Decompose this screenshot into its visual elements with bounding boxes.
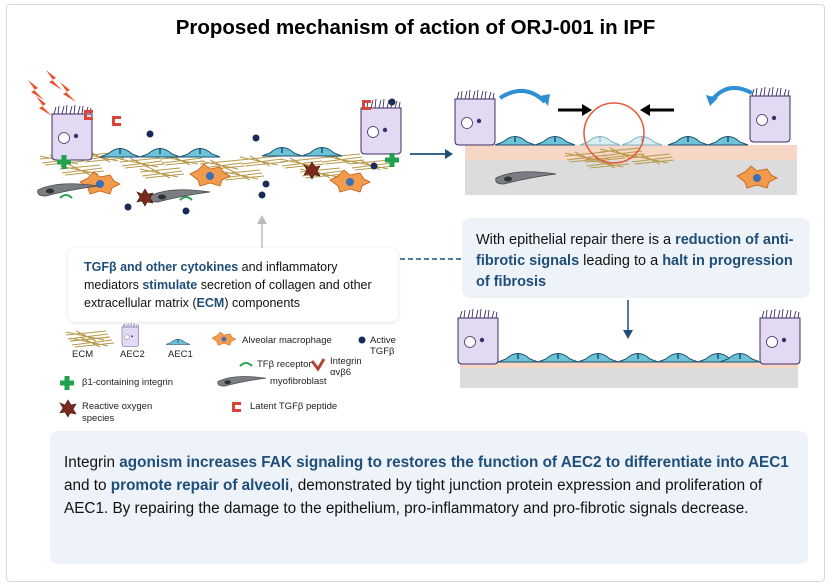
legend-b1-integrin: β1-containing integrin <box>82 377 174 388</box>
latent-tgfb-icon <box>232 402 241 412</box>
macrophage-icon <box>211 331 237 346</box>
cytokine-highlight: TGFβ and other cytokines <box>84 260 239 274</box>
legend-ecm: ECM <box>72 349 94 360</box>
b1-integrin-icon <box>60 376 74 390</box>
summary-text-2: and to <box>64 477 111 494</box>
repair-callout: With epithelial repair there is a reduct… <box>462 218 810 298</box>
repaired-alveolus-panel <box>457 308 801 388</box>
legend-ros: Reactive oxygen species <box>82 401 153 424</box>
legend-active-tgfb: Active TGFβ <box>370 335 396 357</box>
legend-icons <box>59 323 366 418</box>
stimulate-highlight: stimulate <box>142 278 198 292</box>
ecm-highlight: ECM <box>196 296 225 310</box>
legend-integrin: Integrin αvβ6 <box>330 356 362 378</box>
legend-macrophage: Alveolar macrophage <box>242 335 332 346</box>
cytokine-text: and inflammatory mediators <box>84 260 338 292</box>
injured-alveolus-panel <box>28 70 402 215</box>
repair-text-2: leading to a <box>579 253 663 269</box>
myofibroblast-icon <box>217 375 267 387</box>
active-tgfb-icon <box>358 336 366 344</box>
figure-title: Proposed mechanism of action of ORJ-001 … <box>175 16 656 39</box>
summary-text-3: , demonstrated by tight junction protein… <box>64 477 763 517</box>
tgfb-receptor-icon <box>239 362 253 367</box>
repair-process-panel <box>454 85 797 195</box>
legend-latent-tgfb: Latent TGFβ peptide <box>250 401 338 412</box>
reduction-highlight: reduction of anti-fibrotic signals <box>476 232 794 269</box>
cytokine-callout: TGFβ and other cytokines and inflammator… <box>68 248 398 322</box>
ros-icon <box>59 399 77 418</box>
legend-aec2: AEC2 <box>120 349 145 360</box>
summary-box: Integrin agonism increases FAK signaling… <box>50 431 808 564</box>
summary-text: Integrin <box>64 454 120 471</box>
legend-myofibroblast: myofibroblast <box>270 376 327 387</box>
repair-highlight: promote repair of alveoli <box>110 477 290 494</box>
agonism-highlight: agonism increases FAK signaling to resto… <box>119 454 789 471</box>
cytokine-text-2: secretion of collagen and other extracel… <box>84 278 372 310</box>
legend-aec1: AEC1 <box>168 349 193 360</box>
aec2-icon <box>121 323 140 347</box>
repair-text: With epithelial repair there is a <box>476 232 676 248</box>
halt-highlight: halt in progression of fibrosis <box>476 253 793 290</box>
integrin-icon <box>310 358 326 372</box>
aec1-icon <box>165 338 191 345</box>
legend-tgfb-receptor: TFβ receptor <box>257 359 312 370</box>
cytokine-text-3: ) components <box>224 296 301 310</box>
